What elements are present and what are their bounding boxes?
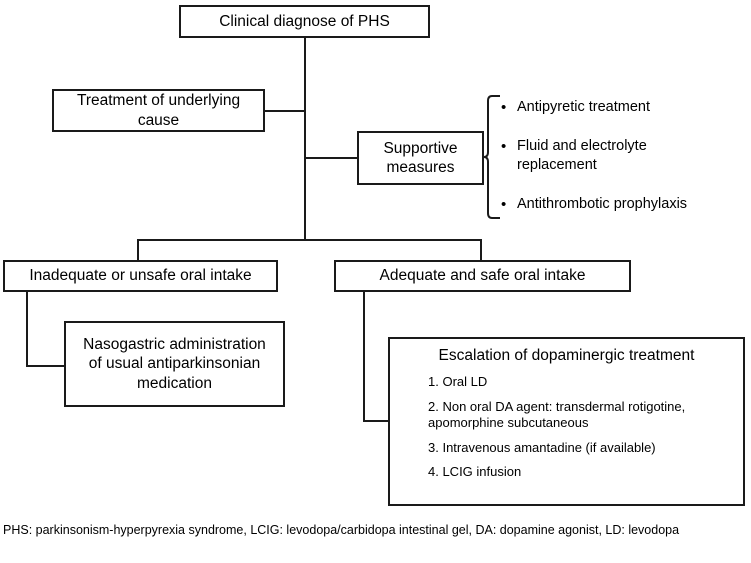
bullet-icon: • xyxy=(501,99,507,116)
bullet-icon: • xyxy=(501,196,507,213)
list-item: • Fluid and electrolyte replacement xyxy=(501,137,691,174)
node-escalation-panel: Escalation of dopaminergic treatment 1. … xyxy=(388,337,745,506)
node-inadequate-oral-intake-label: Inadequate or unsafe oral intake xyxy=(29,267,252,285)
node-adequate-oral-intake: Adequate and safe oral intake xyxy=(334,260,631,292)
escalation-title: Escalation of dopaminergic treatment xyxy=(438,347,695,364)
node-clinical-diagnose-label: Clinical diagnose of PHS xyxy=(219,12,390,30)
supportive-measures-bullet-list: • Antipyretic treatment • Fluid and elec… xyxy=(501,96,749,220)
list-item: 1. Oral LD xyxy=(428,374,488,389)
node-treatment-underlying-cause-label: Treatment of underlying cause xyxy=(76,92,241,129)
list-item: 4. LCIG infusion xyxy=(428,464,522,480)
node-supportive-measures-label: Supportive measures xyxy=(383,139,458,176)
node-nasogastric-administration-label: Nasogastric administration of usual anti… xyxy=(83,335,266,392)
bullet-icon: • xyxy=(501,138,507,155)
node-clinical-diagnose: Clinical diagnose of PHS xyxy=(179,5,430,38)
node-adequate-oral-intake-label: Adequate and safe oral intake xyxy=(379,267,586,285)
figure-footnote: PHS: parkinsonism-hyperpyrexia syndrome,… xyxy=(3,523,680,537)
node-supportive-measures: Supportive measures xyxy=(357,131,484,185)
list-item-label: Antipyretic treatment xyxy=(517,99,650,115)
node-treatment-underlying-cause: Treatment of underlying cause xyxy=(52,89,265,132)
node-nasogastric-administration: Nasogastric administration of usual anti… xyxy=(64,321,285,407)
escalation-step-list: 1. Oral LD 2. Non oral DA agent: transde… xyxy=(400,374,733,480)
list-item: • Antipyretic treatment xyxy=(501,98,741,117)
list-item: 3. Intravenous amantadine (if available) xyxy=(428,439,656,455)
node-inadequate-oral-intake: Inadequate or unsafe oral intake xyxy=(3,260,278,292)
list-item: • Antithrombotic prophylaxis xyxy=(501,195,741,214)
list-item-label: Antithrombotic prophylaxis xyxy=(517,196,688,212)
list-item: 2. Non oral DA agent: transdermal rotigo… xyxy=(428,398,686,430)
brace-bullets xyxy=(483,95,500,219)
list-item-label: Fluid and electrolyte replacement xyxy=(517,138,647,173)
